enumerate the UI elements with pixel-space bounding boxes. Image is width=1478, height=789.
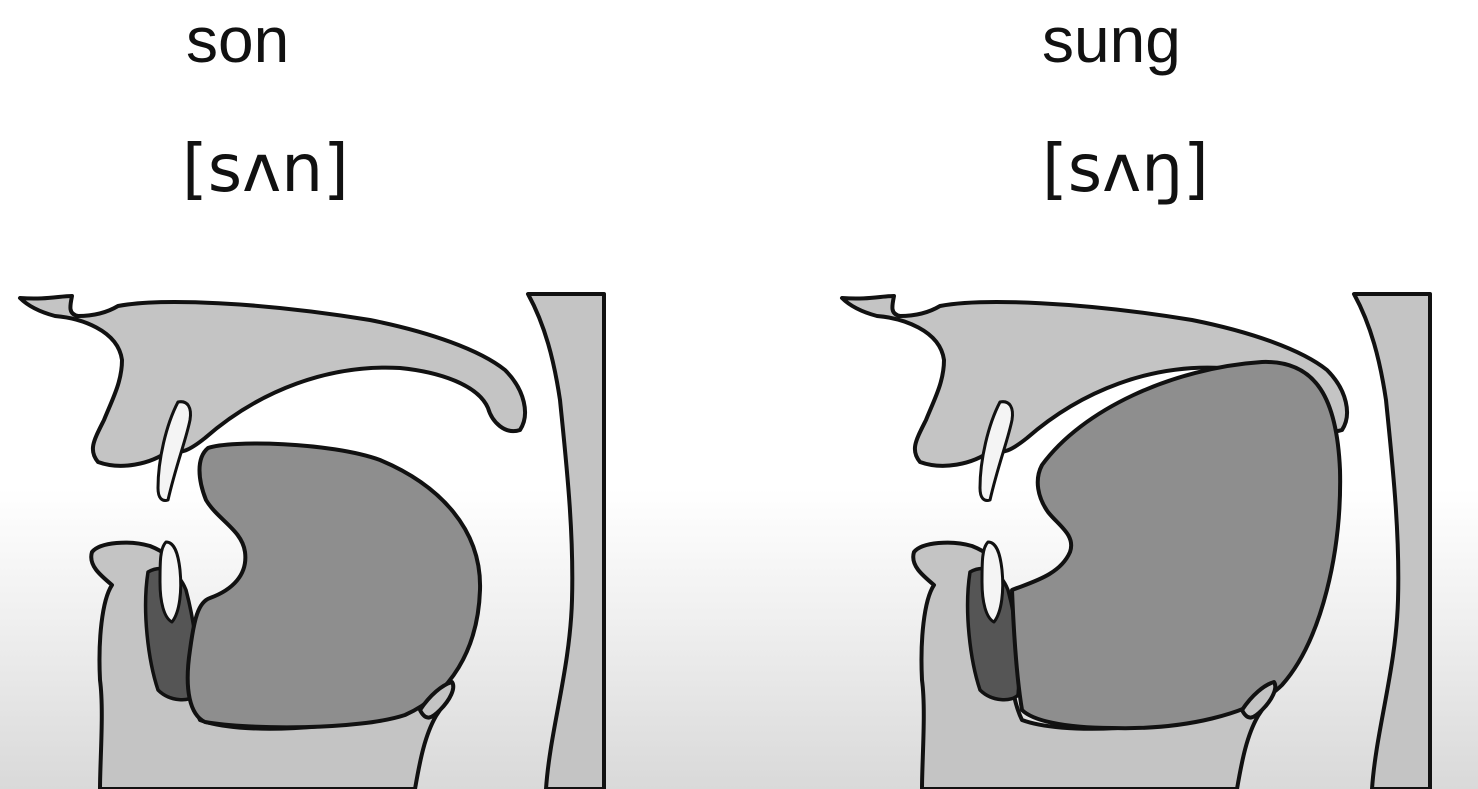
- upper-incisor: [978, 400, 1014, 502]
- ipa-transcription: [sʌn]: [182, 130, 349, 207]
- lower-incisor: [980, 540, 1005, 624]
- panel-son: son [sʌn]: [18, 4, 606, 789]
- word-label: sung: [1042, 4, 1181, 76]
- upper-incisor: [156, 400, 192, 502]
- word-label: son: [186, 4, 290, 76]
- panel-sung: sung [sʌŋ]: [740, 0, 1478, 789]
- epiglottis: [418, 680, 456, 720]
- pharynx-wall: [1352, 292, 1432, 789]
- upper-lip-and-palate: [18, 294, 527, 468]
- vocal-tract-diagram: [840, 292, 1432, 789]
- lower-incisor: [158, 540, 183, 624]
- tongue: [1010, 359, 1343, 731]
- vocal-tract-diagram: [18, 292, 606, 789]
- ipa-transcription: [sʌŋ]: [1042, 130, 1209, 207]
- epiglottis: [1240, 680, 1278, 720]
- tongue: [185, 441, 483, 730]
- pharynx-wall: [526, 292, 606, 789]
